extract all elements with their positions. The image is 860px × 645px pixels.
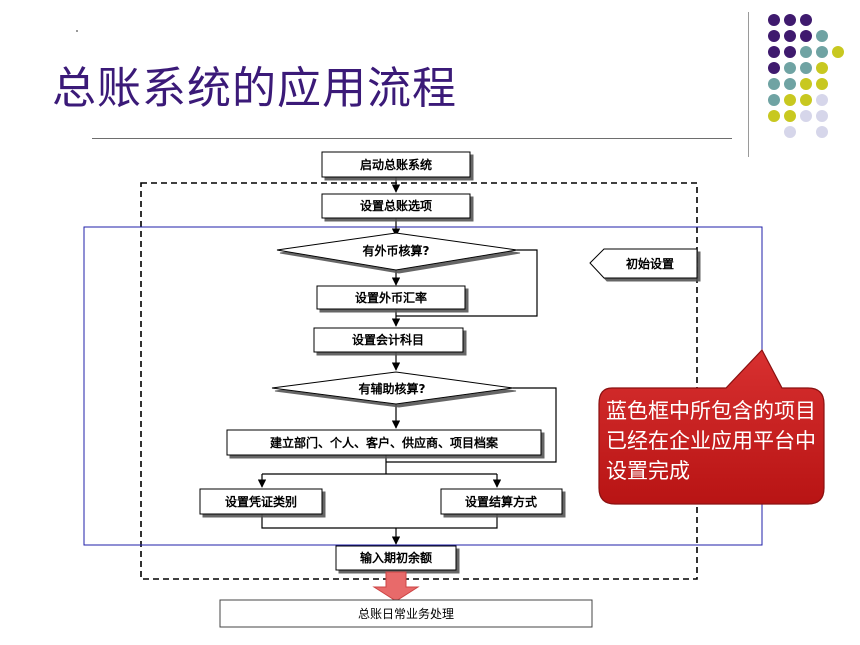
- box-start: [321, 151, 471, 178]
- box-rate: [316, 285, 466, 310]
- dot: [816, 30, 828, 42]
- stray-mark: [76, 30, 78, 32]
- dot: [800, 110, 812, 122]
- dot: [800, 94, 812, 106]
- label-settle: 设置结算方式: [465, 494, 537, 509]
- dot: [816, 46, 828, 58]
- diamond-aux: [271, 371, 514, 405]
- callout-bubble: [598, 348, 825, 505]
- dot: [816, 110, 828, 122]
- label-options: 设置总账选项: [360, 198, 432, 213]
- title-divider: [92, 138, 732, 139]
- label-archives: 建立部门、个人、客户、供应商、项目档案: [269, 435, 499, 450]
- dot: [832, 46, 844, 58]
- box-settle: [440, 488, 563, 515]
- vertical-divider: [748, 12, 749, 157]
- dashed-frame: [140, 182, 698, 580]
- dot: [768, 46, 780, 58]
- dot: [784, 110, 796, 122]
- box-voucher: [199, 488, 323, 515]
- dot: [768, 110, 780, 122]
- label-q-foreign: 有外币核算?: [363, 243, 430, 258]
- dot: [768, 94, 780, 106]
- label-accounts: 设置会计科目: [352, 332, 424, 347]
- label-rate: 设置外币汇率: [355, 290, 427, 305]
- label-daily: 总账日常业务处理: [358, 606, 454, 621]
- callout-text: 蓝色框中所包含的项目已经在企业应用平台中设置完成: [606, 399, 816, 483]
- dot: [784, 78, 796, 90]
- dot: [784, 62, 796, 74]
- dot: [800, 14, 812, 26]
- dot: [784, 30, 796, 42]
- label-init-tag: 初始设置: [626, 256, 674, 271]
- dot: [816, 94, 828, 106]
- dot: [816, 62, 828, 74]
- init-setting-tag: [589, 248, 698, 279]
- dot: [816, 78, 828, 90]
- dot: [768, 30, 780, 42]
- dot: [800, 46, 812, 58]
- label-start: 启动总账系统: [360, 157, 432, 172]
- diamond-foreign: [276, 232, 518, 271]
- dot: [784, 46, 796, 58]
- dot: [768, 14, 780, 26]
- label-balance: 输入期初余额: [360, 550, 432, 565]
- box-archives: [226, 429, 542, 456]
- dot: [784, 94, 796, 106]
- down-arrow: [372, 571, 420, 602]
- box-options: [321, 193, 471, 219]
- dot: [800, 62, 812, 74]
- slide-title: 总账系统的应用流程: [52, 63, 457, 114]
- dot: [816, 126, 828, 138]
- dot: [768, 78, 780, 90]
- box-balance: [335, 545, 457, 571]
- decorative-dot-grid: [760, 10, 860, 140]
- label-voucher: 设置凭证类别: [225, 494, 297, 509]
- dot: [800, 30, 812, 42]
- dot: [800, 78, 812, 90]
- dot: [784, 14, 796, 26]
- dot: [768, 62, 780, 74]
- box-accounts: [313, 327, 464, 353]
- connectors: [257, 177, 557, 545]
- box-daily: [219, 599, 593, 628]
- label-q-aux: 有辅助核算?: [359, 381, 426, 396]
- dot: [784, 126, 796, 138]
